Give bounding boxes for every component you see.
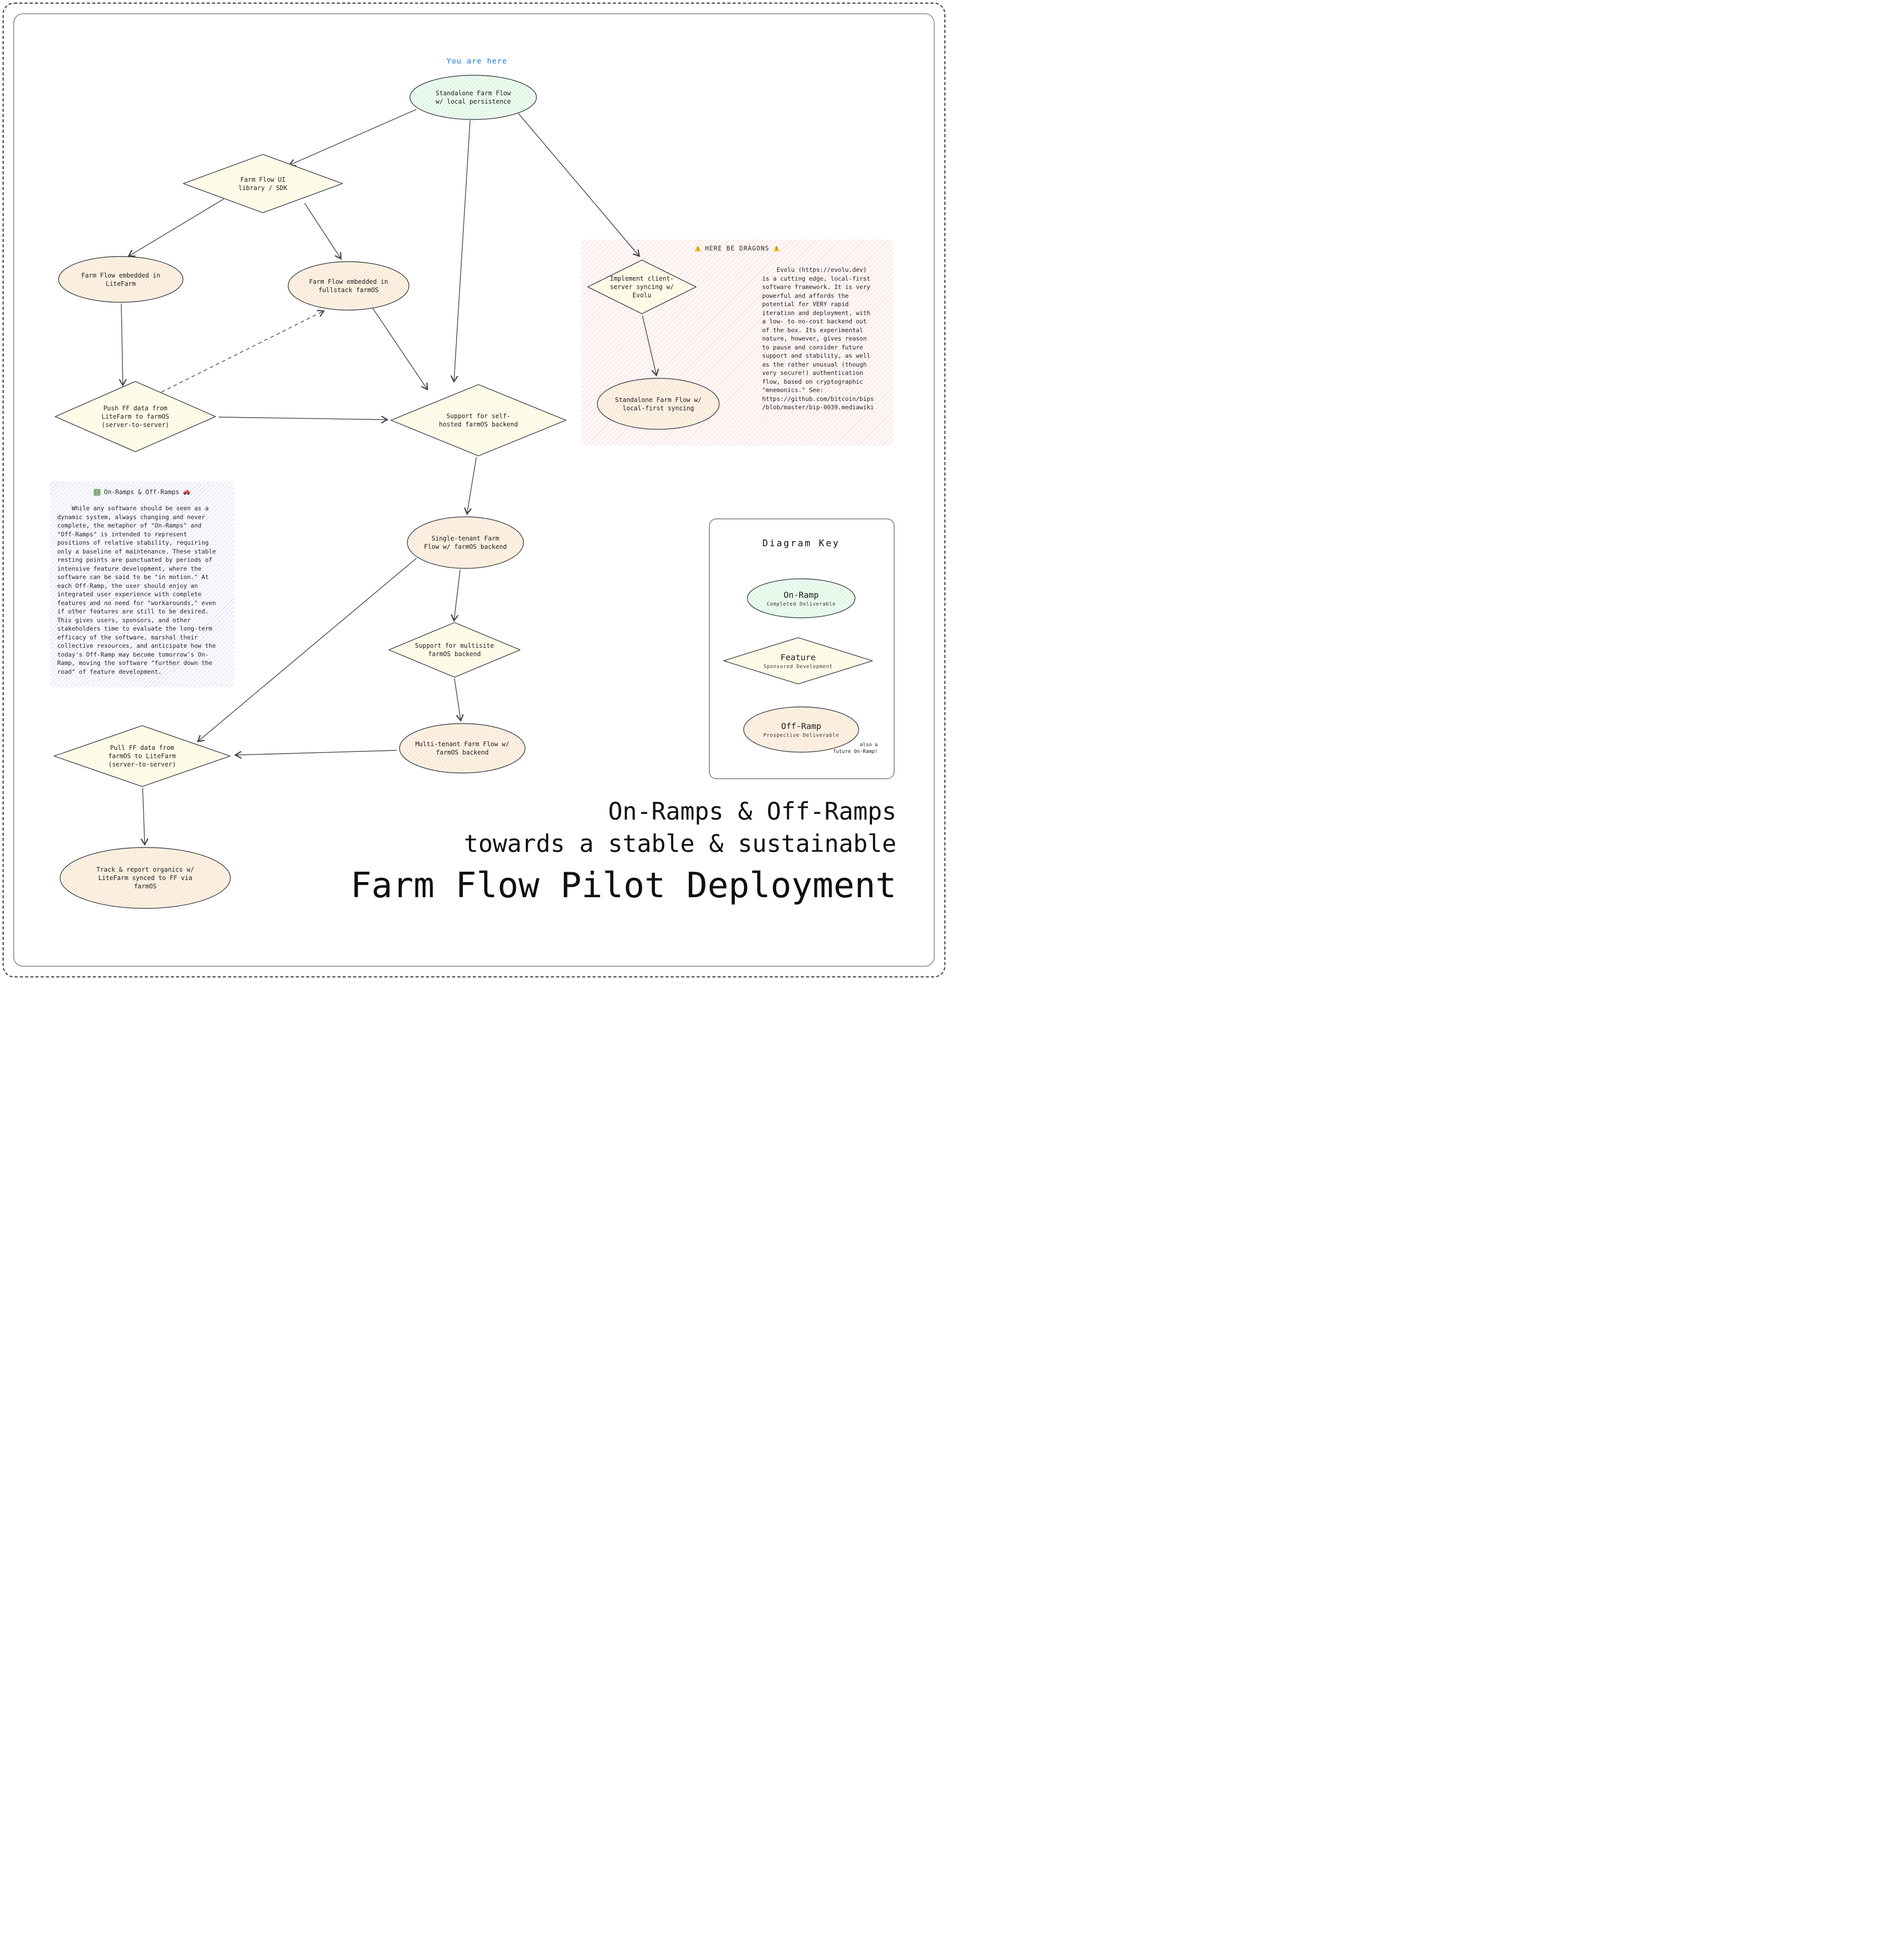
node-multi-tenant: Multi-tenant Farm Flow w/ farmOS backend [399, 723, 526, 774]
here-be-dragons-callout: HERE BE DRAGONS Evolu (https://evolu.dev… [581, 240, 893, 446]
key-label: On-Ramp [783, 589, 819, 600]
key-feature: Feature Sponsored Development [723, 637, 874, 685]
key-sublabel: Completed Deliverable [766, 601, 836, 607]
feature-diamond-shape [388, 622, 521, 678]
off-ramp-ellipse-shape [399, 723, 526, 774]
on-off-ramps-note: On-Ramps & Off-Ramps While any software … [50, 481, 234, 687]
node-label: Farm Flow UI library / SDK [238, 175, 287, 192]
key-footnote: also a future On-Ramp! [833, 742, 878, 755]
off-ramp-ellipse-shape [58, 256, 184, 303]
node-label: Track & report organics w/ LiteFarm sync… [96, 866, 194, 890]
arrow-push-ff-to-self-hosted [218, 416, 389, 424]
feature-diamond-shape [723, 637, 873, 685]
node-label: Support for multisite farmOS backend [415, 642, 494, 658]
node-multisite-backend: Support for multisite farmOS backend [388, 622, 521, 678]
arrow-litefarm-to-push-ff [119, 303, 127, 387]
key-label: Off-Ramp [781, 721, 821, 731]
arrow-ui-library-to-litefarm [128, 198, 224, 257]
note-title-text: On-Ramps & Off-Ramps [104, 488, 180, 496]
arrow-multi-tenant-to-pull-ff [234, 750, 397, 759]
arrow-single-tenant-to-multisite [451, 569, 461, 622]
key-on-ramp: On-Ramp Completed Deliverable [747, 578, 856, 619]
arrow-single-tenant-to-pull-ff [197, 558, 417, 743]
off-ramp-ellipse-shape [407, 516, 524, 569]
key-on-ramp-label: On-Ramp Completed Deliverable [747, 578, 856, 619]
dragons-title: HERE BE DRAGONS [581, 245, 893, 252]
arrow-push-ff-to-fullstack-dashed [161, 310, 325, 393]
node-label: Pull FF data from farmOS to LiteFarm (se… [108, 744, 176, 768]
poster-title-line1: On-Ramps & Off-Ramps [608, 797, 896, 825]
arrow-self-hosted-to-single-tenant [464, 457, 477, 516]
diagram-canvas: HERE BE DRAGONS Evolu (https://evolu.dev… [0, 0, 948, 980]
poster-title: On-Ramps & Off-Ramps towards a stable & … [350, 796, 896, 910]
node-label: Multi-tenant Farm Flow w/ farmOS backend [415, 740, 510, 756]
feature-diamond-shape [55, 381, 216, 453]
node-label: Standalone Farm Flow w/ local persistenc… [435, 90, 511, 105]
feature-diamond-shape [587, 259, 697, 315]
node-ui-library-sdk: Farm Flow UI library / SDK [182, 154, 344, 213]
dragons-title-text: HERE BE DRAGONS [705, 245, 769, 252]
node-push-ff-data: Push FF data from LiteFarm to farmOS (se… [54, 381, 217, 453]
car-icon [183, 489, 191, 495]
node-embedded-fullstack-farmos: Farm Flow embedded in fullstack farmOS [287, 261, 410, 311]
off-ramp-ellipse-shape [743, 706, 859, 753]
node-track-organics: Track & report organics w/ LiteFarm sync… [59, 847, 231, 909]
arrow-ui-library-to-fullstack-farmos [304, 203, 342, 260]
diagram-key-title: Diagram Key [762, 538, 840, 549]
key-label: Feature [780, 652, 816, 662]
node-embedded-litefarm: Farm Flow embedded in LiteFarm [58, 256, 184, 303]
node-local-first-syncing: Standalone Farm Flow w/ local-first sync… [597, 378, 720, 430]
warning-triangle-icon [694, 245, 701, 252]
node-label: Standalone Farm Flow w/ local-first sync… [615, 396, 702, 412]
arrow-standalone-to-ui-library [288, 109, 417, 167]
note-title: On-Ramps & Off-Ramps [50, 488, 234, 496]
node-label: Support for self- hosted farmOS backend [439, 412, 518, 428]
node-label: Farm Flow embedded in fullstack farmOS [309, 278, 388, 294]
feature-diamond-shape [54, 725, 231, 787]
feature-diamond-shape [183, 154, 343, 213]
on-ramp-ellipse-shape [747, 578, 856, 619]
off-ramp-ellipse-shape [59, 847, 231, 909]
node-label: Single-tenant Farm Flow w/ farmOS backen… [424, 535, 507, 550]
node-label: Push FF data from LiteFarm to farmOS (se… [101, 405, 170, 429]
off-ramp-ellipse-shape [597, 378, 720, 430]
arrow-multisite-to-multi-tenant [454, 678, 464, 722]
warning-triangle-icon [773, 245, 780, 252]
poster-title-line2: towards a stable & sustainable [464, 830, 896, 858]
off-ramp-ellipse-shape [287, 261, 410, 311]
note-body-text: While any software should be seen as a d… [57, 505, 216, 675]
key-sublabel: Prospective Deliverable [763, 732, 839, 738]
node-evolu-syncing: Implement client- server syncing w/ Evol… [587, 259, 697, 315]
connector-arrows [119, 109, 659, 846]
poster-title-line3: Farm Flow Pilot Deployment [350, 865, 896, 906]
node-label: Farm Flow embedded in LiteFarm [81, 271, 160, 287]
node-label: Implement client- server syncing w/ Evol… [610, 275, 674, 299]
arrow-standalone-to-evolu-sync [518, 113, 640, 257]
feature-diamond-shape [390, 384, 566, 457]
dragons-body-text: Evolu (https://evolu.dev) is a cutting e… [762, 266, 874, 411]
node-standalone-local-persistence: Standalone Farm Flow w/ local persistenc… [409, 74, 537, 120]
on-ramp-ellipse-shape [409, 74, 537, 120]
node-pull-ff-data: Pull FF data from farmOS to LiteFarm (se… [53, 725, 231, 787]
you-are-here-label: You are here [446, 57, 508, 66]
key-off-ramp: Off-Ramp Prospective Deliverable [743, 706, 859, 753]
key-sublabel: Sponsored Development [763, 663, 833, 670]
node-single-tenant: Single-tenant Farm Flow w/ farmOS backen… [407, 516, 524, 569]
motorway-icon [93, 488, 100, 496]
key-feature-label: Feature Sponsored Development [723, 637, 874, 685]
arrow-standalone-to-self-hosted [450, 120, 471, 383]
node-self-hosted-backend: Support for self- hosted farmOS backend [390, 384, 567, 457]
arrow-evolu-sync-to-local-first [642, 315, 659, 377]
arrow-pull-ff-to-track-organics [141, 787, 148, 846]
key-off-ramp-label: Off-Ramp Prospective Deliverable [743, 706, 859, 753]
arrow-fullstack-to-self-hosted [372, 308, 428, 391]
